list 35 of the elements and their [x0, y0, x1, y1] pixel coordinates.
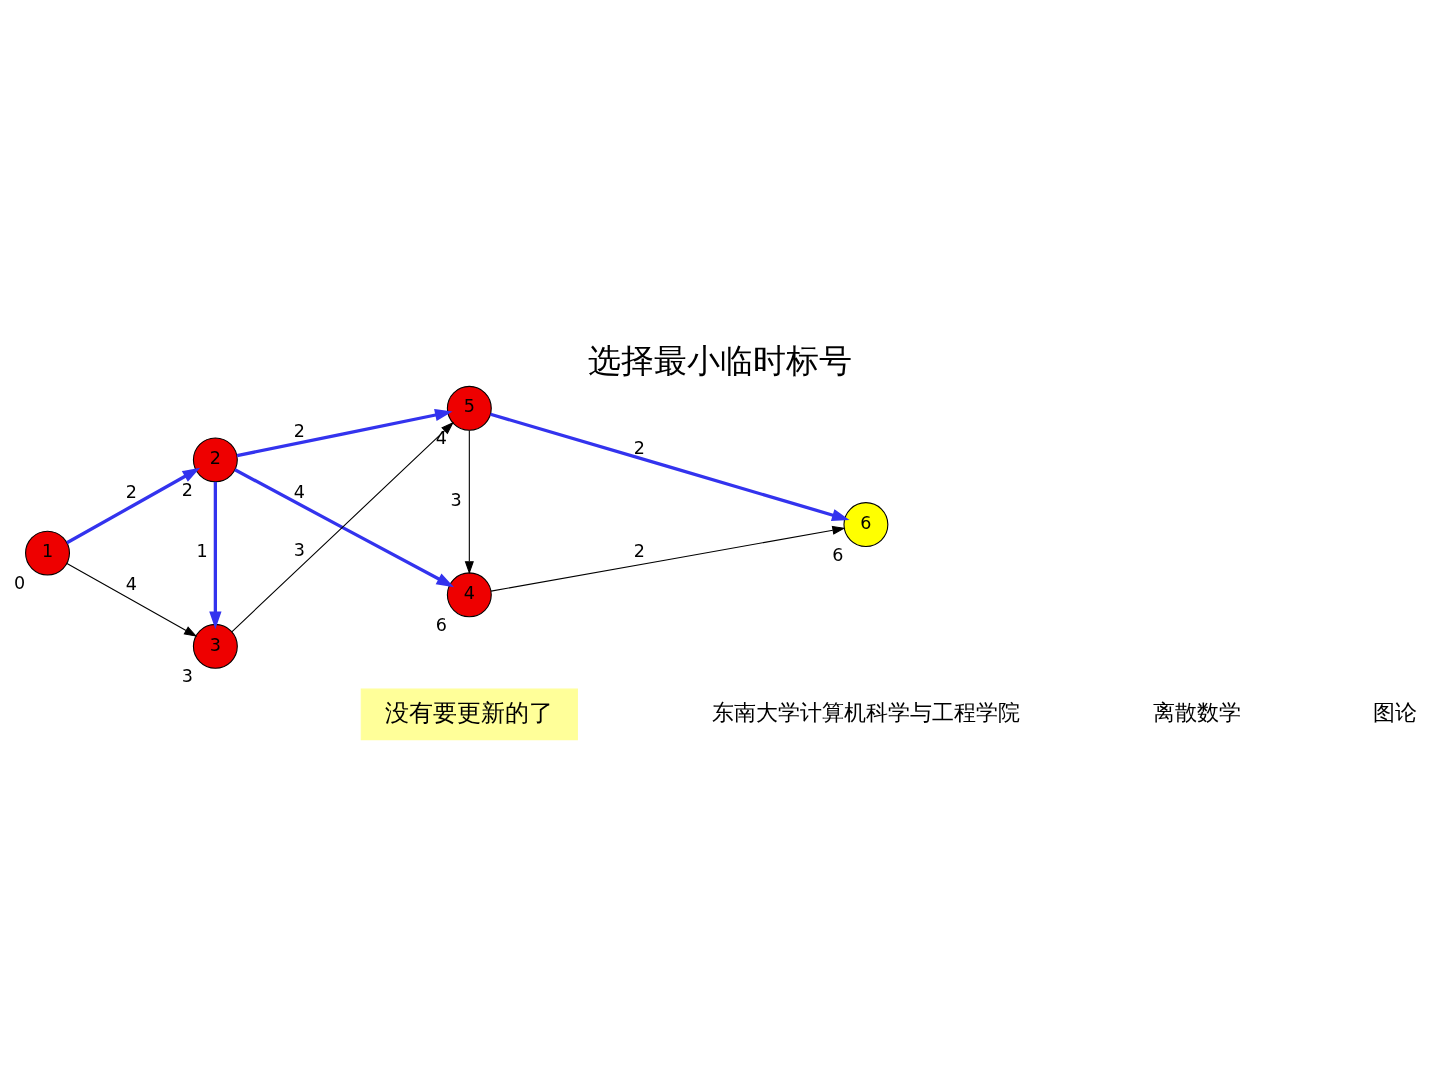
- node-circle: 1: [25, 530, 70, 576]
- label: 离散数学: [1153, 699, 1242, 725]
- arrow: [490, 412, 850, 521]
- edge-label: 4: [293, 481, 305, 502]
- arrow: [231, 421, 454, 632]
- node-label: 2: [181, 479, 193, 500]
- edge-label: 3: [450, 489, 462, 510]
- node-label: 4: [435, 427, 447, 448]
- edge-label: 3: [293, 539, 305, 560]
- arrow: [234, 467, 455, 587]
- edge-label: 1: [196, 540, 208, 561]
- label: 图论: [1373, 699, 1418, 725]
- node-label: 0: [13, 572, 26, 593]
- edge-label: 2: [633, 540, 645, 561]
- edge-label: 2: [125, 481, 138, 502]
- node-circle: 3: [192, 623, 238, 669]
- node-box: 没有要更新的了: [360, 688, 578, 740]
- node-label: 6: [435, 614, 447, 635]
- arrow: [66, 562, 198, 637]
- arrow: [209, 481, 222, 629]
- node-label: 3: [181, 665, 193, 686]
- node-circle: 2: [192, 436, 238, 482]
- node-circle: 5: [446, 385, 492, 431]
- edge-label: 2: [293, 420, 305, 441]
- node-circle: 6: [843, 501, 889, 547]
- node-circle: 4: [446, 571, 492, 617]
- edge-label: 2: [633, 437, 645, 458]
- arrow: [236, 408, 453, 457]
- edge-label: 4: [125, 573, 138, 594]
- arrow: [66, 467, 201, 544]
- node-label: 6: [832, 544, 844, 565]
- diagram-title: 选择最小临时标号: [588, 340, 852, 380]
- arrow: [464, 429, 474, 574]
- label: 东南大学计算机科学与工程学院: [711, 699, 1020, 725]
- arrow: [490, 525, 846, 592]
